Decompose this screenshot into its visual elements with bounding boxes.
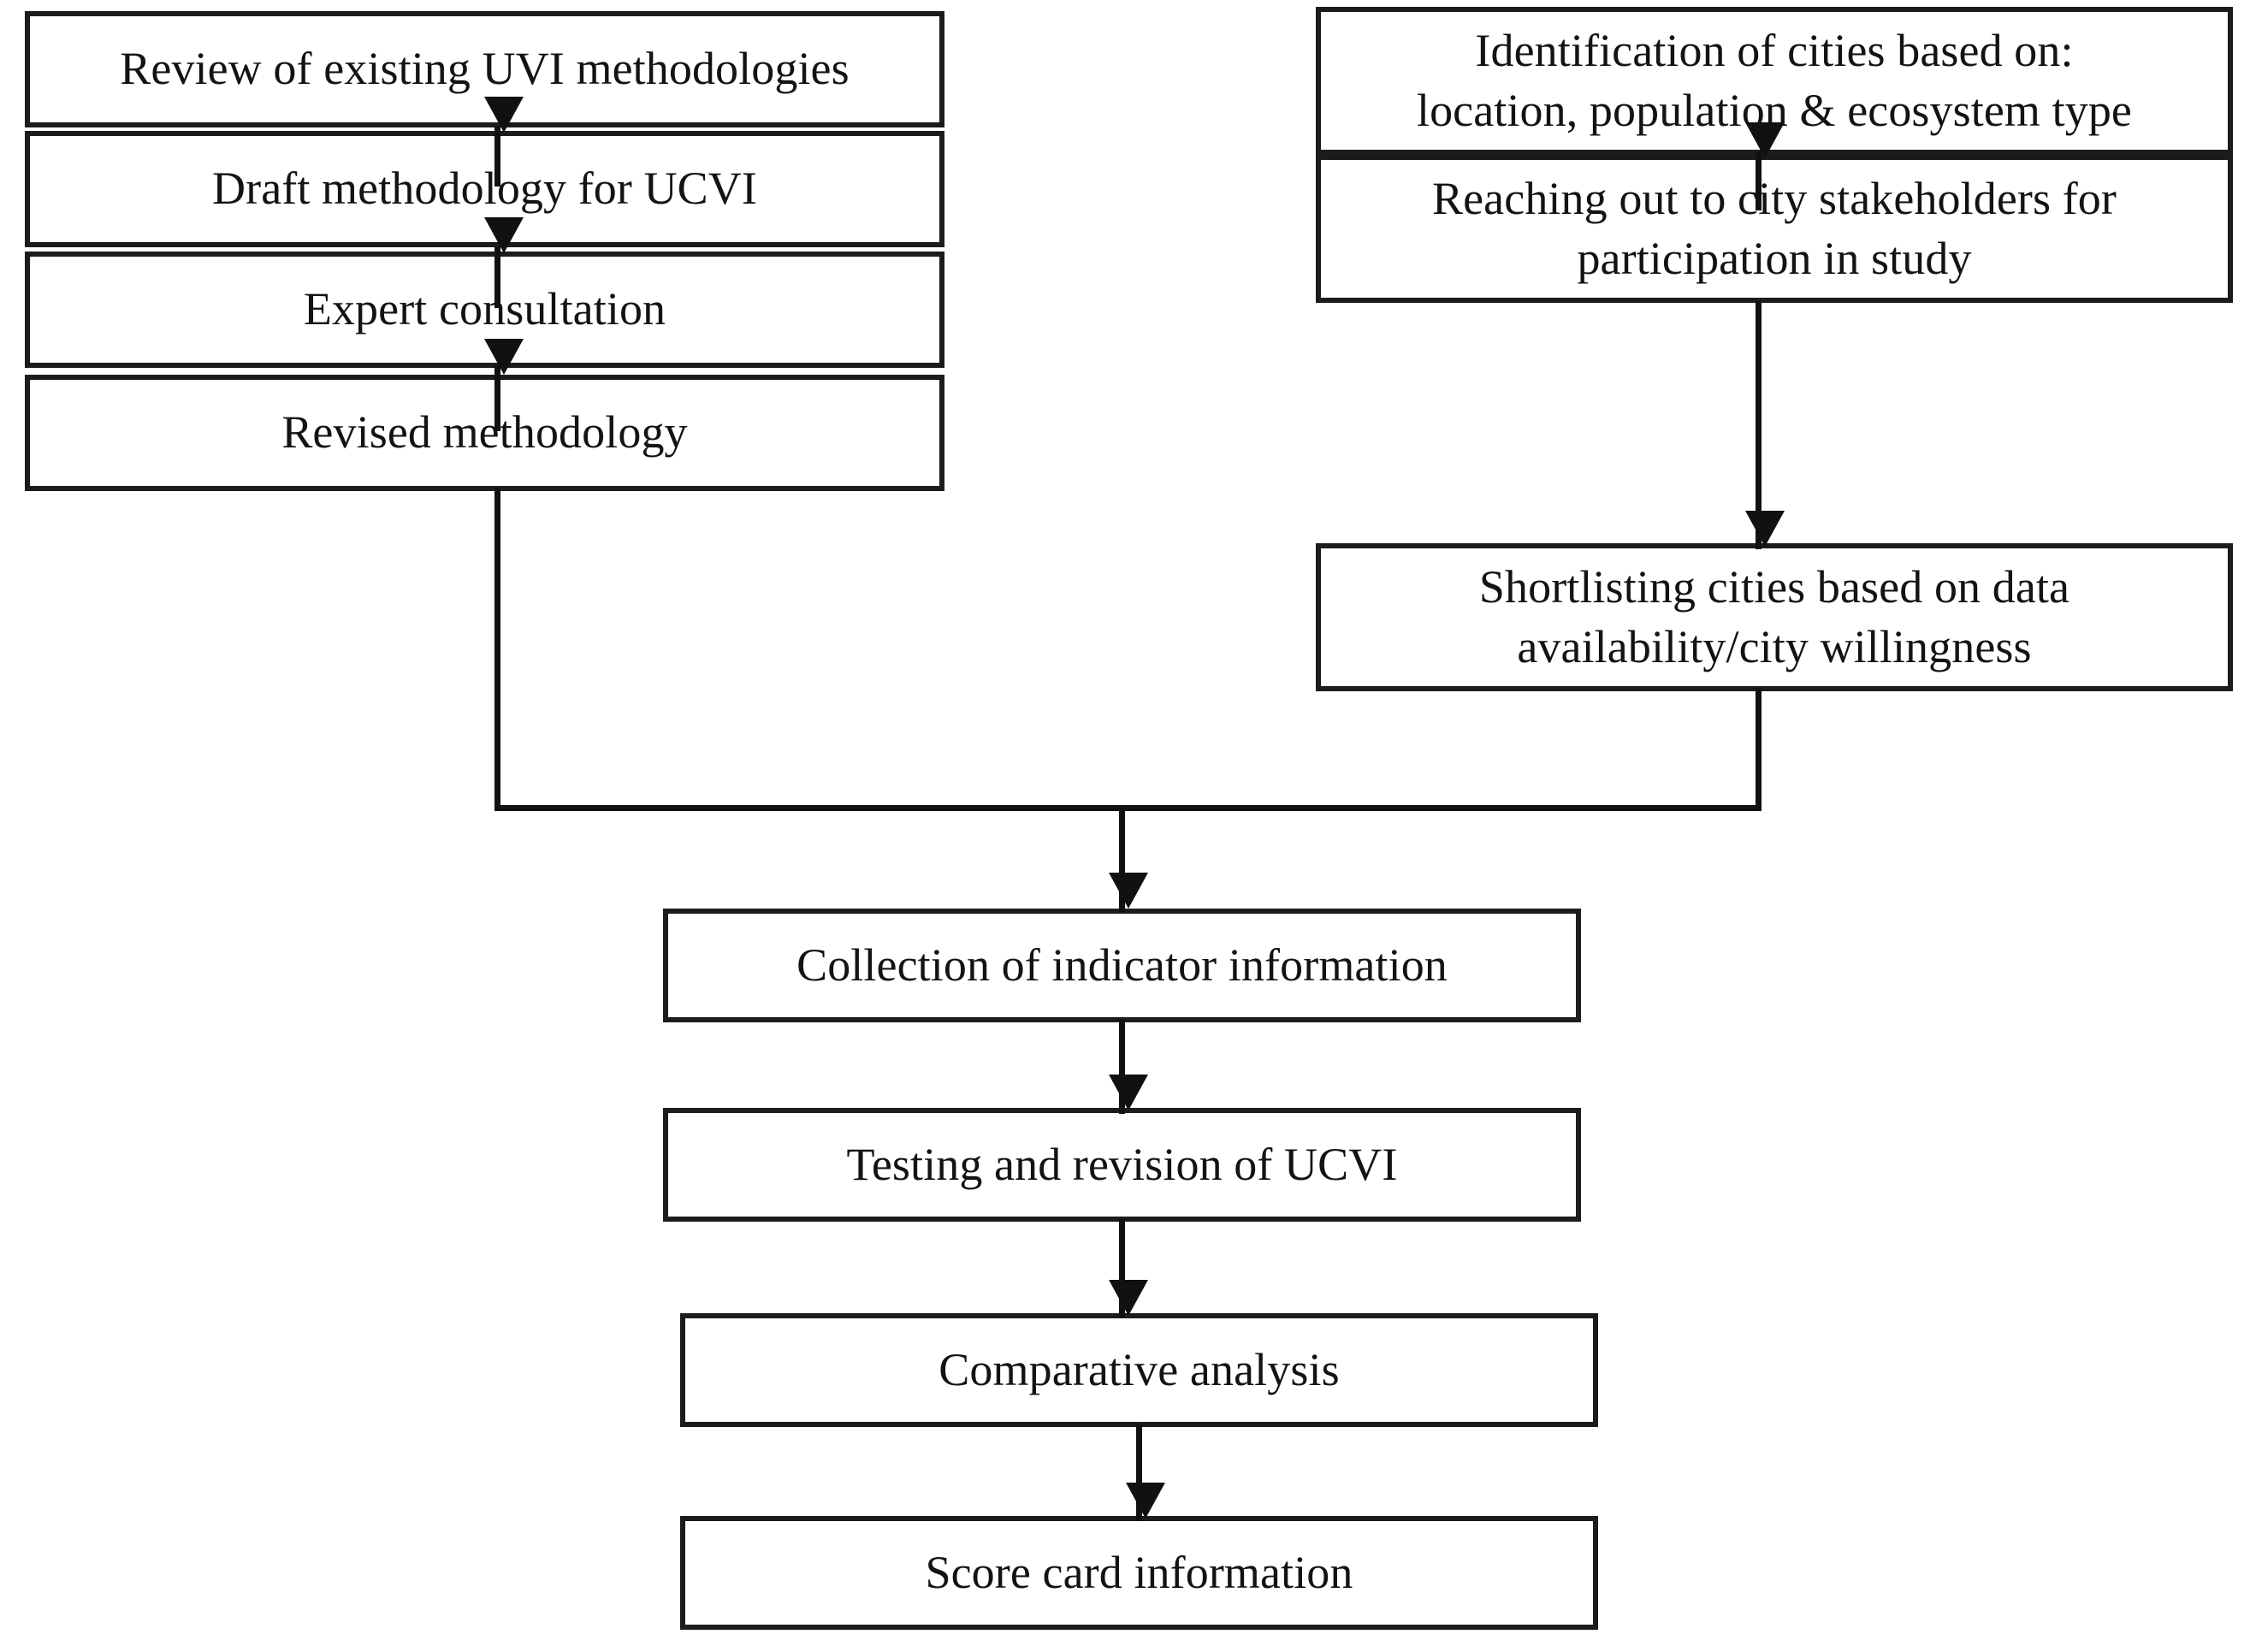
node-identify-cities[interactable]: Identification of cities based on: locat… [1316, 7, 2233, 155]
edge-testing-to-comparative-line [1119, 1219, 1125, 1317]
node-label: Expert consultation [303, 283, 666, 335]
edge-collect-to-testing-line [1119, 1020, 1125, 1114]
node-label-line1: Reaching out to city stakeholders for [1432, 173, 2117, 225]
edge-comparative-to-scorecard-arrowhead [1126, 1483, 1165, 1519]
node-label: Comparative analysis [938, 1343, 1340, 1395]
node-label-line2: participation in study [1577, 232, 1972, 284]
node-label: Shortlisting cities based on data availa… [1336, 558, 2212, 676]
node-label-line2: availability/city willingness [1517, 620, 2032, 672]
edge-draft-to-expert-arrowhead [484, 217, 524, 253]
edge-identify-to-reach-line [1756, 152, 1762, 210]
edge-review-to-draft-arrowhead [484, 97, 524, 133]
node-label: Review of existing UVI methodologies [120, 43, 850, 95]
edge-collect-to-testing-arrowhead [1109, 1075, 1148, 1110]
node-shortlist-cities[interactable]: Shortlisting cities based on data availa… [1316, 543, 2233, 691]
node-label-line1: Shortlisting cities based on data [1478, 561, 2070, 613]
node-label: Reaching out to city stakeholders for pa… [1336, 169, 2212, 287]
node-reach-stakeholders[interactable]: Reaching out to city stakeholders for pa… [1316, 155, 2233, 303]
node-collect-indicators[interactable]: Collection of indicator information [663, 909, 1581, 1022]
edge-review-to-draft-line [494, 127, 500, 187]
edge-draft-to-expert-line [494, 246, 500, 308]
edge-merge-to-collect-line [1119, 805, 1125, 912]
edge-merge-left-drop [494, 488, 500, 811]
edge-reach-to-shortlist-line [1756, 301, 1762, 549]
edge-comparative-to-scorecard-line [1136, 1424, 1142, 1521]
edge-testing-to-comparative-arrowhead [1109, 1280, 1148, 1316]
edge-merge-to-collect-arrowhead [1109, 873, 1148, 909]
node-label-line1: Identification of cities based on: [1475, 25, 2074, 77]
node-comparative-analysis[interactable]: Comparative analysis [680, 1313, 1598, 1427]
edge-expert-to-revised-line [494, 366, 500, 431]
edge-expert-to-revised-arrowhead [484, 339, 524, 375]
node-label: Collection of indicator information [796, 939, 1448, 991]
node-label: Revised methodology [281, 406, 688, 459]
edge-identify-to-reach-arrowhead [1745, 122, 1785, 158]
node-label: Draft methodology for UCVI [212, 163, 757, 215]
edge-merge-right-drop [1756, 688, 1762, 811]
edge-reach-to-shortlist-arrowhead [1745, 511, 1785, 547]
node-score-card[interactable]: Score card information [680, 1516, 1598, 1630]
node-label: Identification of cities based on: locat… [1336, 21, 2212, 139]
edge-merge-horizontal-bar [494, 805, 1762, 811]
node-revised-methodology[interactable]: Revised methodology [25, 375, 944, 491]
node-label: Score card information [925, 1546, 1353, 1598]
node-test-revise-ucvi[interactable]: Testing and revision of UCVI [663, 1108, 1581, 1222]
node-label: Testing and revision of UCVI [846, 1138, 1398, 1190]
